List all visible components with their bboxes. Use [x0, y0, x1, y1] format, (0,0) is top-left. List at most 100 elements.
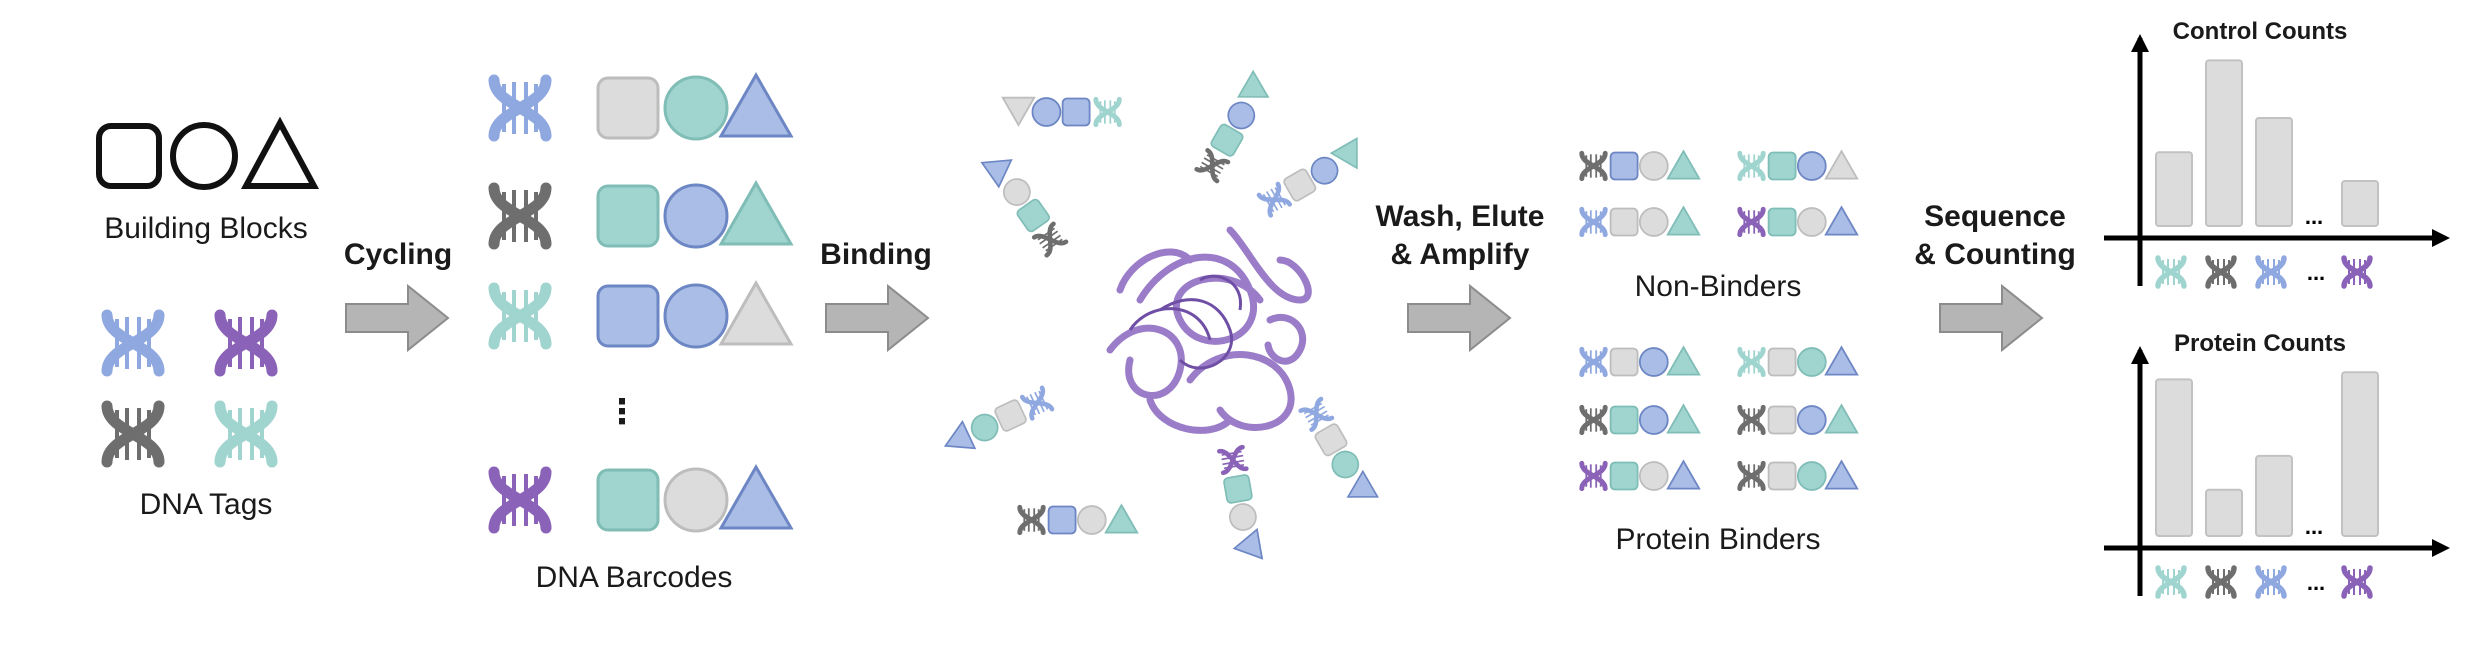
dna-icon	[220, 406, 272, 462]
dna-icon	[1740, 153, 1763, 178]
bar-ellipsis: ...	[2305, 514, 2323, 539]
triangle-icon	[1824, 206, 1859, 236]
tag-ellipsis: ...	[2307, 570, 2325, 595]
dna-icon	[1022, 388, 1052, 419]
circle-icon	[1638, 151, 1669, 181]
count-charts: ............	[2104, 34, 2450, 596]
x-axis-arrowhead	[2432, 539, 2450, 557]
triangle-icon	[1666, 346, 1701, 376]
dna-icon	[1582, 209, 1605, 234]
dna-icon	[2208, 568, 2234, 596]
triangle-icon	[1824, 150, 1859, 180]
dna-icon	[494, 188, 546, 244]
bound-barcode	[938, 385, 1053, 461]
square-icon	[596, 76, 660, 140]
triangle-icon	[240, 116, 320, 189]
count-bar	[2341, 371, 2379, 537]
count-bar	[2341, 180, 2379, 227]
triangle-icon	[1666, 404, 1701, 434]
bound-barcode	[1299, 398, 1379, 511]
dna-tags-label: DNA Tags	[139, 488, 273, 521]
triangle-icon	[1824, 346, 1859, 376]
circle-icon	[1796, 461, 1827, 491]
dna-icon	[107, 315, 159, 371]
circle-icon	[1031, 97, 1062, 127]
dna-icon	[2258, 258, 2284, 286]
circle-icon	[1076, 505, 1107, 535]
sequencing-arrow	[1939, 285, 2043, 351]
triangle-icon	[1230, 528, 1263, 564]
dna-icon	[1740, 463, 1763, 488]
sequence-label-line2: & Counting	[1914, 238, 2076, 271]
square-icon	[596, 468, 660, 532]
cycling-label: Cycling	[343, 238, 453, 271]
small-barcode	[1740, 404, 1859, 435]
sequence-label-line1: Sequence	[1924, 200, 2066, 233]
dna-icon	[2158, 258, 2184, 286]
dna-icon	[1259, 184, 1290, 215]
circle-icon	[663, 283, 729, 349]
bound-barcode	[1001, 96, 1120, 127]
square-icon	[1767, 461, 1797, 491]
dna-icon	[494, 80, 546, 136]
triangle-icon	[1104, 504, 1139, 534]
dna-icon	[1740, 407, 1763, 432]
dna-icon	[494, 288, 546, 344]
small-barcode	[1582, 460, 1701, 491]
square-icon	[96, 123, 162, 189]
count-bar	[2155, 151, 2193, 227]
square-icon	[596, 284, 660, 348]
small-barcode	[1740, 150, 1859, 180]
barcode-row	[494, 181, 793, 249]
bound-barcode	[1020, 504, 1139, 535]
barcode-row	[494, 465, 793, 533]
dna-icon	[1301, 399, 1332, 430]
dna-icon	[1740, 349, 1763, 374]
dna-icon	[1582, 153, 1605, 178]
bound-barcode	[981, 147, 1068, 256]
cycling-arrow	[345, 285, 449, 351]
dna-icon	[1740, 209, 1763, 234]
dna-icon	[220, 315, 272, 371]
triangle-icon	[1666, 150, 1701, 180]
square-icon	[596, 184, 660, 248]
protein-binding-scene	[938, 70, 1379, 564]
triangle-icon	[938, 420, 976, 461]
square-icon	[1767, 405, 1797, 435]
dna-icon	[1020, 507, 1043, 532]
small-barcode	[1582, 150, 1701, 181]
square-icon	[1609, 347, 1639, 377]
barcode-row	[494, 281, 793, 349]
small-barcode	[1582, 404, 1701, 434]
binder-grids	[1582, 150, 1859, 491]
circle-icon	[170, 122, 238, 190]
square-icon	[1767, 347, 1797, 377]
count-bar	[2205, 488, 2243, 537]
circle-icon	[663, 467, 729, 533]
circle-icon	[1638, 461, 1669, 491]
protein-binders-label: Protein Binders	[1615, 523, 1821, 556]
dna-icon	[2258, 568, 2284, 596]
dna-icon	[1034, 224, 1066, 255]
dna-icon	[1197, 150, 1228, 181]
square-icon	[1222, 473, 1254, 505]
circle-icon	[663, 183, 729, 249]
triangle-icon	[719, 181, 793, 246]
dna-icon	[2208, 258, 2234, 286]
circle-icon	[663, 75, 729, 141]
count-bar	[2255, 454, 2293, 537]
dna-icon	[1582, 407, 1605, 432]
bound-barcode	[1217, 447, 1263, 564]
protein-structure	[1106, 226, 1312, 434]
triangle-icon	[1001, 96, 1036, 126]
small-barcode	[1582, 206, 1701, 237]
count-bar	[2155, 378, 2193, 537]
circle-icon	[1638, 207, 1669, 237]
binding-arrow	[825, 285, 929, 351]
square-icon	[1609, 151, 1639, 181]
dna-icon	[1582, 463, 1605, 488]
triangle-icon	[719, 73, 793, 138]
binding-label: Binding	[820, 238, 932, 271]
dna-barcodes-group	[494, 73, 793, 533]
